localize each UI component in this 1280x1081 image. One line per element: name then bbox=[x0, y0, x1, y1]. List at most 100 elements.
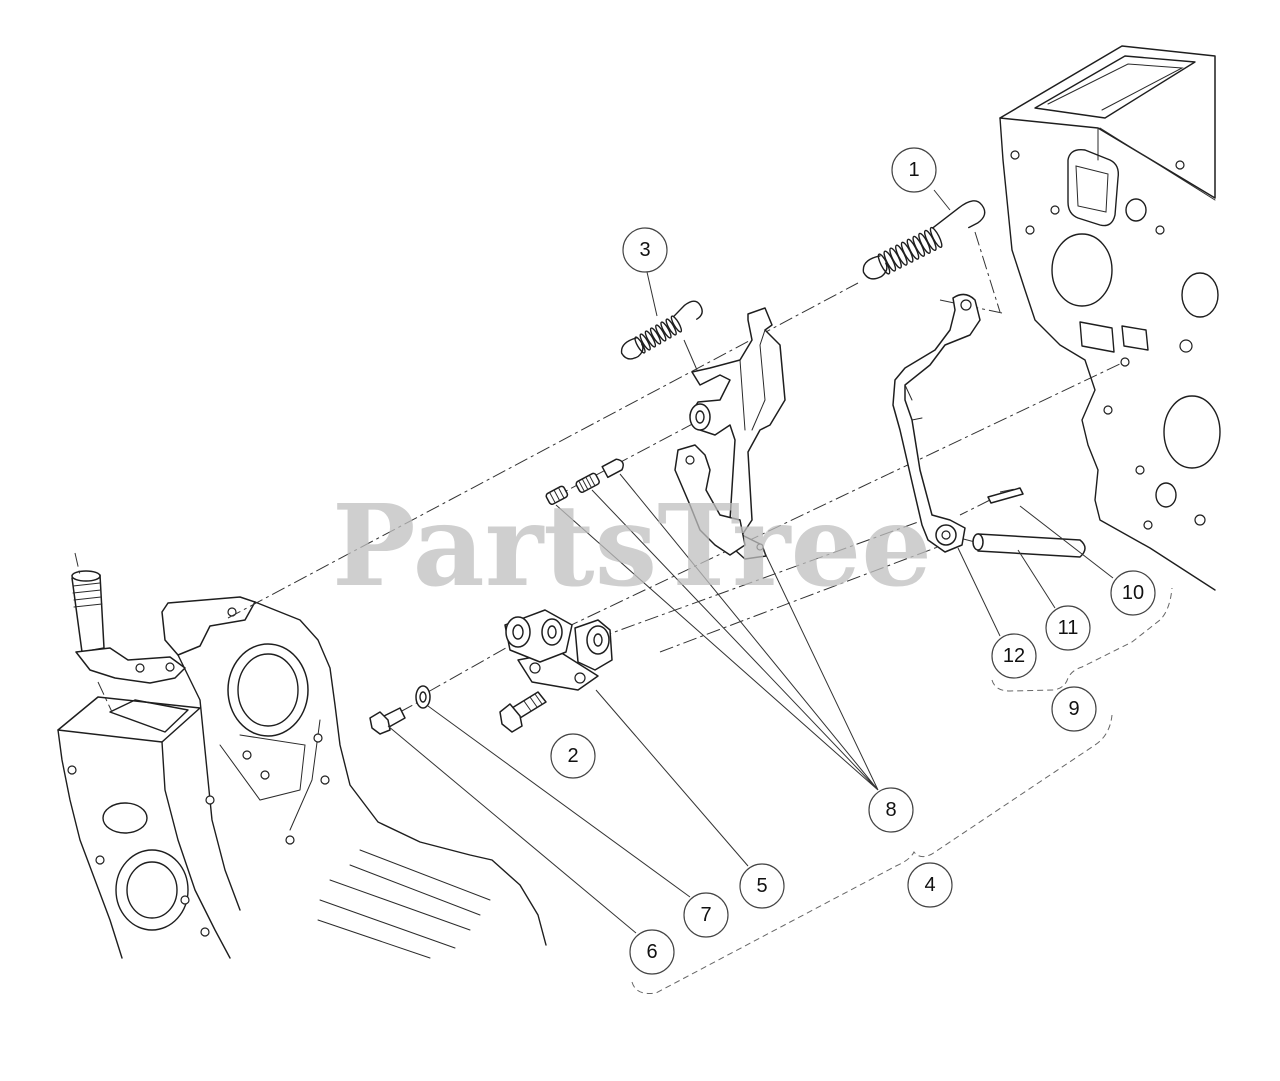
block-hole bbox=[1179, 339, 1193, 353]
block-hole bbox=[1135, 465, 1145, 475]
block-square-port-b bbox=[1121, 325, 1149, 351]
callout-6[interactable]: 6 bbox=[629, 929, 675, 975]
leader-8 bbox=[555, 473, 879, 791]
spring-hook-right bbox=[932, 200, 986, 229]
callout-circle bbox=[1051, 686, 1097, 732]
washer-outer bbox=[415, 685, 431, 709]
small-spring-coils bbox=[578, 474, 596, 492]
callout-label: 2 bbox=[567, 745, 578, 767]
callout-label: 6 bbox=[646, 941, 657, 963]
case-hole bbox=[260, 770, 270, 780]
spring-coil bbox=[660, 321, 672, 339]
block-slot-inner bbox=[1075, 165, 1109, 213]
bolt-head bbox=[369, 711, 391, 735]
callout-label: 12 bbox=[1003, 645, 1025, 667]
bracket-hole bbox=[529, 662, 541, 674]
callout-circle bbox=[991, 633, 1037, 679]
watermark-logo: PartsTree bbox=[332, 481, 932, 612]
case-lower-bore-outer bbox=[115, 849, 189, 931]
callout-10[interactable]: 10 bbox=[1110, 570, 1156, 616]
leader-3-lever bbox=[683, 339, 698, 371]
bracket-boss-mid-bore bbox=[547, 625, 557, 639]
lever-shaft bbox=[972, 533, 1086, 558]
pipe-top bbox=[71, 570, 101, 582]
callout-1[interactable]: 1 bbox=[891, 147, 937, 193]
case-hole bbox=[205, 795, 215, 805]
callout-circle bbox=[629, 929, 675, 975]
roll-pin bbox=[987, 487, 1024, 504]
lever-boss-bore bbox=[695, 410, 705, 424]
bracket-boss-mid bbox=[541, 618, 563, 646]
lever-edge bbox=[739, 329, 766, 431]
extension-spring-small bbox=[620, 300, 703, 360]
spring-coil bbox=[670, 315, 683, 333]
block-bore-upper bbox=[1051, 233, 1113, 307]
callout-8[interactable]: 8 bbox=[868, 787, 914, 833]
callout-label: 11 bbox=[1058, 617, 1079, 639]
callout-11[interactable]: 11 bbox=[1045, 605, 1091, 651]
speed-control-lever bbox=[892, 293, 981, 553]
block-bore-lower bbox=[1163, 395, 1221, 469]
lever-hole bbox=[756, 543, 764, 551]
extension-spring-large bbox=[862, 200, 986, 280]
case-hole bbox=[180, 895, 190, 905]
case-hole bbox=[200, 927, 210, 937]
assembly-line bbox=[548, 419, 701, 501]
pipe-threads bbox=[72, 582, 103, 608]
case-hole bbox=[313, 733, 323, 743]
small-spring bbox=[575, 472, 600, 493]
bolt-threads bbox=[523, 693, 543, 712]
case-front-inner-edge bbox=[161, 741, 231, 959]
case-hole bbox=[320, 775, 330, 785]
leader-lines bbox=[387, 189, 1114, 934]
case-top-opening bbox=[109, 699, 189, 733]
assembly-line bbox=[659, 544, 944, 653]
callout-label: 7 bbox=[700, 904, 711, 926]
block-hole bbox=[1175, 160, 1185, 170]
fork-hole bbox=[685, 455, 695, 465]
callout-label: 8 bbox=[885, 799, 896, 821]
callout-circle bbox=[891, 147, 937, 193]
washer-inner bbox=[419, 691, 427, 703]
callout-circle bbox=[550, 733, 596, 779]
callout-circle bbox=[739, 863, 785, 909]
block-bore-side bbox=[1181, 272, 1219, 318]
callout-circle bbox=[683, 892, 729, 938]
case-flange-tab bbox=[161, 596, 256, 656]
small-spring-coils bbox=[549, 487, 565, 504]
callout-circle bbox=[1045, 605, 1091, 651]
callout-circle bbox=[868, 787, 914, 833]
callout-9[interactable]: 9 bbox=[1051, 686, 1097, 732]
pipe-flange-hole bbox=[165, 662, 175, 672]
spring-coil bbox=[655, 324, 667, 342]
case-outer-profile bbox=[254, 601, 547, 946]
small-spring bbox=[545, 485, 569, 505]
block-top-face bbox=[999, 45, 1216, 199]
case-boss-inner bbox=[237, 653, 299, 727]
shaft-body bbox=[977, 533, 1086, 558]
spring-coil bbox=[634, 336, 646, 354]
callout-3[interactable]: 3 bbox=[622, 227, 668, 273]
leader-11 bbox=[1017, 549, 1056, 609]
callout-label: 1 bbox=[908, 159, 919, 181]
callout-4[interactable]: 4 bbox=[907, 862, 953, 908]
case-hole bbox=[67, 765, 77, 775]
case-hole bbox=[242, 750, 252, 760]
leader-5 bbox=[595, 689, 749, 867]
leader-7 bbox=[427, 705, 691, 898]
block-hole bbox=[1143, 520, 1153, 530]
shaft-end bbox=[972, 533, 984, 551]
assembly-line bbox=[74, 552, 81, 576]
callout-2[interactable]: 2 bbox=[550, 733, 596, 779]
callout-7[interactable]: 7 bbox=[683, 892, 729, 938]
assembly-line bbox=[597, 521, 919, 639]
spring-hook-right bbox=[673, 300, 703, 320]
engine-block-right bbox=[999, 45, 1221, 591]
block-left-profile bbox=[999, 117, 1216, 591]
leader-1 bbox=[933, 189, 951, 211]
lever-top-hole bbox=[960, 299, 972, 311]
callout-12[interactable]: 12 bbox=[991, 633, 1037, 679]
callout-5[interactable]: 5 bbox=[739, 863, 785, 909]
block-hole bbox=[1194, 514, 1206, 526]
